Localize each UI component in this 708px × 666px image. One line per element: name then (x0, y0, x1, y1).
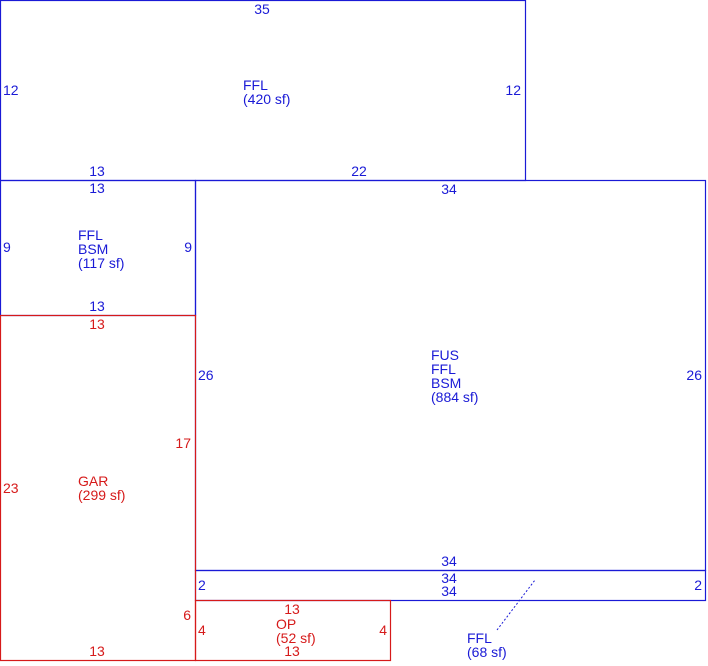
garage-area-label: GAR (299 sf) (78, 473, 125, 503)
dim-gar-left: 23 (3, 480, 19, 496)
dim-bsm-top: 13 (89, 180, 105, 196)
main-area-label: FUS FFL BSM (884 sf) (431, 347, 478, 405)
dim-main-left: 26 (198, 367, 214, 383)
dim-strip-right: 2 (694, 577, 702, 593)
dim-strip-left: 2 (198, 577, 206, 593)
porch-area-label: OP (52 sf) (276, 616, 316, 646)
dim-top-top: 35 (254, 1, 270, 17)
dim-main-right: 26 (686, 367, 702, 383)
dim-gar-top: 13 (89, 316, 105, 332)
dim-op-left: 4 (198, 622, 206, 638)
garage-area-outline (0, 314, 197, 662)
dim-bsm-right: 9 (184, 239, 192, 255)
strip-label-leader-line (496, 579, 536, 631)
dim-bsm-bottom: 13 (89, 298, 105, 314)
dim-main-bottom: 34 (441, 553, 457, 569)
strip-ffl-area-label: FFL (68 sf) (467, 630, 507, 660)
dim-top-left: 12 (3, 82, 19, 98)
dim-top-bottom-left: 13 (89, 163, 105, 179)
top-ffl-area-label: FFL (420 sf) (243, 77, 290, 107)
dim-gar-bottom: 13 (89, 643, 105, 659)
dim-main-top: 34 (441, 181, 457, 197)
dim-op-top: 13 (284, 601, 300, 617)
dim-op-right: 4 (379, 622, 387, 638)
porch-area-outline (194, 599, 392, 662)
dim-strip-bottom: 34 (441, 583, 457, 599)
left-bsm-area-label: FFL BSM (117 sf) (78, 227, 124, 271)
dim-op-bottom: 13 (284, 643, 300, 659)
dim-gar-right-lower: 6 (183, 607, 191, 623)
dim-gar-right-upper: 17 (175, 435, 191, 451)
dim-top-right: 12 (505, 82, 521, 98)
dim-top-bottom-right: 22 (351, 163, 367, 179)
dim-strip-top: 34 (441, 570, 457, 586)
dim-bsm-left: 9 (3, 239, 11, 255)
